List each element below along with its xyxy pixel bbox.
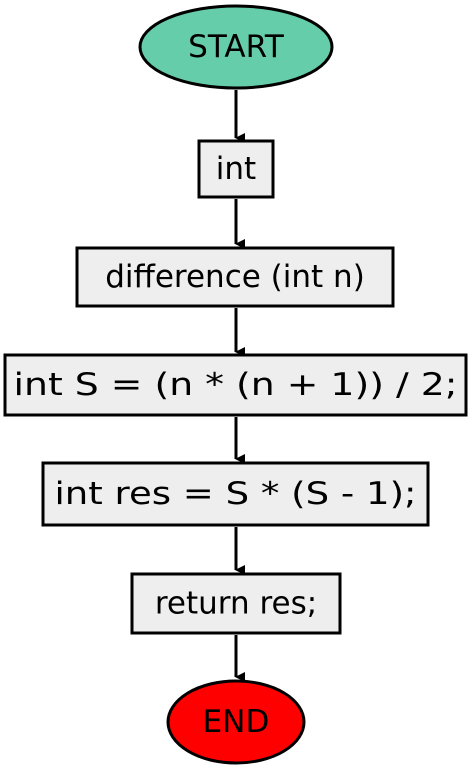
process-box-res [41, 461, 430, 527]
sum-label: int S = (n * (n + 1)) / 2; [14, 367, 458, 403]
process-box-signature [75, 246, 395, 308]
process-box-return [130, 572, 342, 635]
return-type-label: int [216, 151, 256, 187]
start-label: START [188, 29, 285, 65]
process-box-sum [3, 353, 468, 417]
signature-label: difference (int n) [105, 259, 365, 295]
return-label: return res; [155, 586, 317, 622]
end-node [166, 679, 306, 765]
start-node [138, 4, 334, 90]
end-label: END [203, 704, 270, 740]
process-box-return-type [197, 139, 275, 199]
res-label: int res = S * (S - 1); [55, 476, 417, 512]
